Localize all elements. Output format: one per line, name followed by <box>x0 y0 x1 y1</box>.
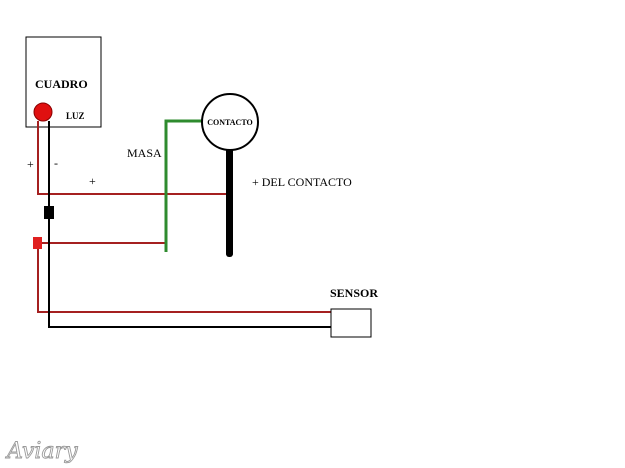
wire-plus-label: + <box>89 174 96 188</box>
masa-label: MASA <box>127 146 162 160</box>
sensor-box <box>330 308 372 338</box>
black-connector <box>44 206 54 219</box>
plus-label: + <box>27 157 34 171</box>
minus-label: - <box>54 156 58 170</box>
green-ground-wire <box>164 119 203 252</box>
aviary-watermark: Aviary <box>5 439 78 464</box>
contacto-circle <box>201 93 259 151</box>
contacto-label: CONTACTO <box>207 118 253 127</box>
red-sensor-wire <box>37 243 331 313</box>
contacto-plus-label: + DEL CONTACTO <box>252 175 352 189</box>
black-negative-wire <box>48 121 331 328</box>
cuadro-label: CUADRO <box>35 77 88 91</box>
luz-label: LUZ <box>66 111 85 121</box>
sensor-label: SENSOR <box>330 286 378 300</box>
red-connector <box>33 237 42 249</box>
luz-lamp-icon <box>33 102 53 122</box>
contacto-stem <box>226 147 233 257</box>
